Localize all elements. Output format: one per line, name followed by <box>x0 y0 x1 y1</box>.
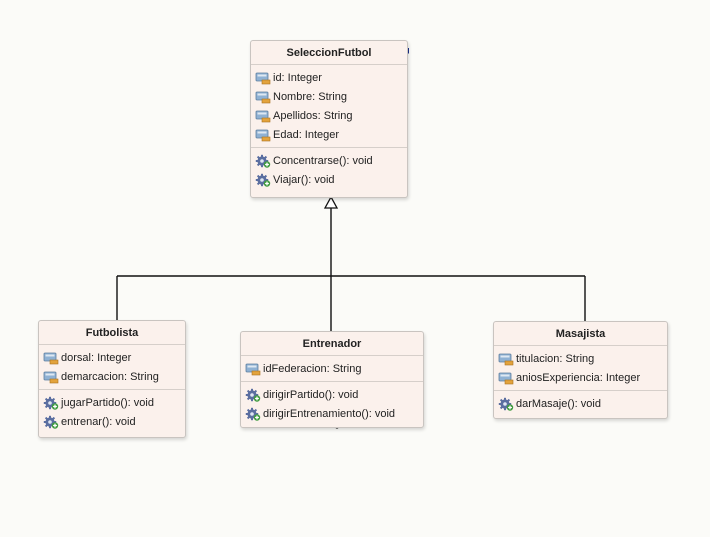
method-text: entrenar(): void <box>61 415 136 428</box>
attribute-row[interactable]: idFederacion: String <box>245 359 419 378</box>
method-gear-icon <box>43 396 59 410</box>
method-gear-icon <box>245 407 261 421</box>
method-text: jugarPartido(): void <box>61 396 154 409</box>
attribute-text: titulacion: String <box>516 352 595 365</box>
class-name: Entrenador <box>241 332 423 356</box>
attribute-text: Edad: Integer <box>273 128 340 141</box>
field-icon <box>498 352 514 366</box>
method-gear-icon <box>245 388 261 402</box>
method-gear-icon <box>255 173 271 187</box>
attribute-row[interactable]: demarcacion: String <box>43 367 181 386</box>
methods-section: Concentrarse(): void Viajar(): void <box>251 148 407 192</box>
attribute-text: Apellidos: String <box>273 109 353 122</box>
method-text: Viajar(): void <box>273 173 335 186</box>
class-name: Futbolista <box>39 321 185 345</box>
attributes-section: dorsal: Integer demarcacion: String <box>39 345 185 390</box>
field-icon <box>245 362 261 376</box>
class-futbolista[interactable]: Futbolista dorsal: Integer demarcacion: … <box>38 320 186 438</box>
method-text: dirigirPartido(): void <box>263 388 359 401</box>
method-text: Concentrarse(): void <box>273 154 373 167</box>
attribute-row[interactable]: Nombre: String <box>255 87 403 106</box>
method-text: darMasaje(): void <box>516 397 601 410</box>
methods-section: dirigirPartido(): void dirigirEntrenamie… <box>241 382 423 426</box>
method-row[interactable]: entrenar(): void <box>43 412 181 431</box>
method-row[interactable]: darMasaje(): void <box>498 394 663 413</box>
attribute-text: Nombre: String <box>273 90 347 103</box>
attribute-row[interactable]: Edad: Integer <box>255 125 403 144</box>
field-icon <box>43 370 59 384</box>
class-name: SeleccionFutbol <box>251 41 407 65</box>
attribute-text: demarcacion: String <box>61 370 159 383</box>
attributes-section: id: Integer Nombre: String Apellidos: St… <box>251 65 407 148</box>
method-gear-icon <box>43 415 59 429</box>
field-icon <box>255 109 271 123</box>
method-row[interactable]: jugarPartido(): void <box>43 393 181 412</box>
attribute-row[interactable]: aniosExperiencia: Integer <box>498 368 663 387</box>
methods-section: darMasaje(): void <box>494 391 667 416</box>
methods-section: jugarPartido(): void entrenar(): void <box>39 390 185 434</box>
class-seleccionfutbol[interactable]: SeleccionFutbol id: Integer Nombre: Stri… <box>250 40 408 198</box>
attribute-text: idFederacion: String <box>263 362 362 375</box>
method-row[interactable]: dirigirPartido(): void <box>245 385 419 404</box>
attribute-text: aniosExperiencia: Integer <box>516 371 641 384</box>
attribute-text: dorsal: Integer <box>61 351 132 364</box>
field-icon <box>255 90 271 104</box>
class-name: Masajista <box>494 322 667 346</box>
attribute-row[interactable]: dorsal: Integer <box>43 348 181 367</box>
field-icon <box>255 71 271 85</box>
method-row[interactable]: Viajar(): void <box>255 170 403 189</box>
attribute-row[interactable]: id: Integer <box>255 68 403 87</box>
attributes-section: titulacion: String aniosExperiencia: Int… <box>494 346 667 391</box>
attributes-section: idFederacion: String <box>241 356 423 382</box>
method-gear-icon <box>498 397 514 411</box>
method-gear-icon <box>255 154 271 168</box>
field-icon <box>255 128 271 142</box>
method-row[interactable]: Concentrarse(): void <box>255 151 403 170</box>
method-text: dirigirEntrenamiento(): void <box>263 407 396 420</box>
class-masajista[interactable]: Masajista titulacion: String aniosExperi… <box>493 321 668 419</box>
attribute-text: id: Integer <box>273 71 322 84</box>
field-icon <box>498 371 514 385</box>
method-row[interactable]: dirigirEntrenamiento(): void <box>245 404 419 423</box>
attribute-row[interactable]: titulacion: String <box>498 349 663 368</box>
field-icon <box>43 351 59 365</box>
class-entrenador[interactable]: Entrenador idFederacion: String dirigirP… <box>240 331 424 428</box>
generalization-arrowhead <box>323 195 339 209</box>
attribute-row[interactable]: Apellidos: String <box>255 106 403 125</box>
